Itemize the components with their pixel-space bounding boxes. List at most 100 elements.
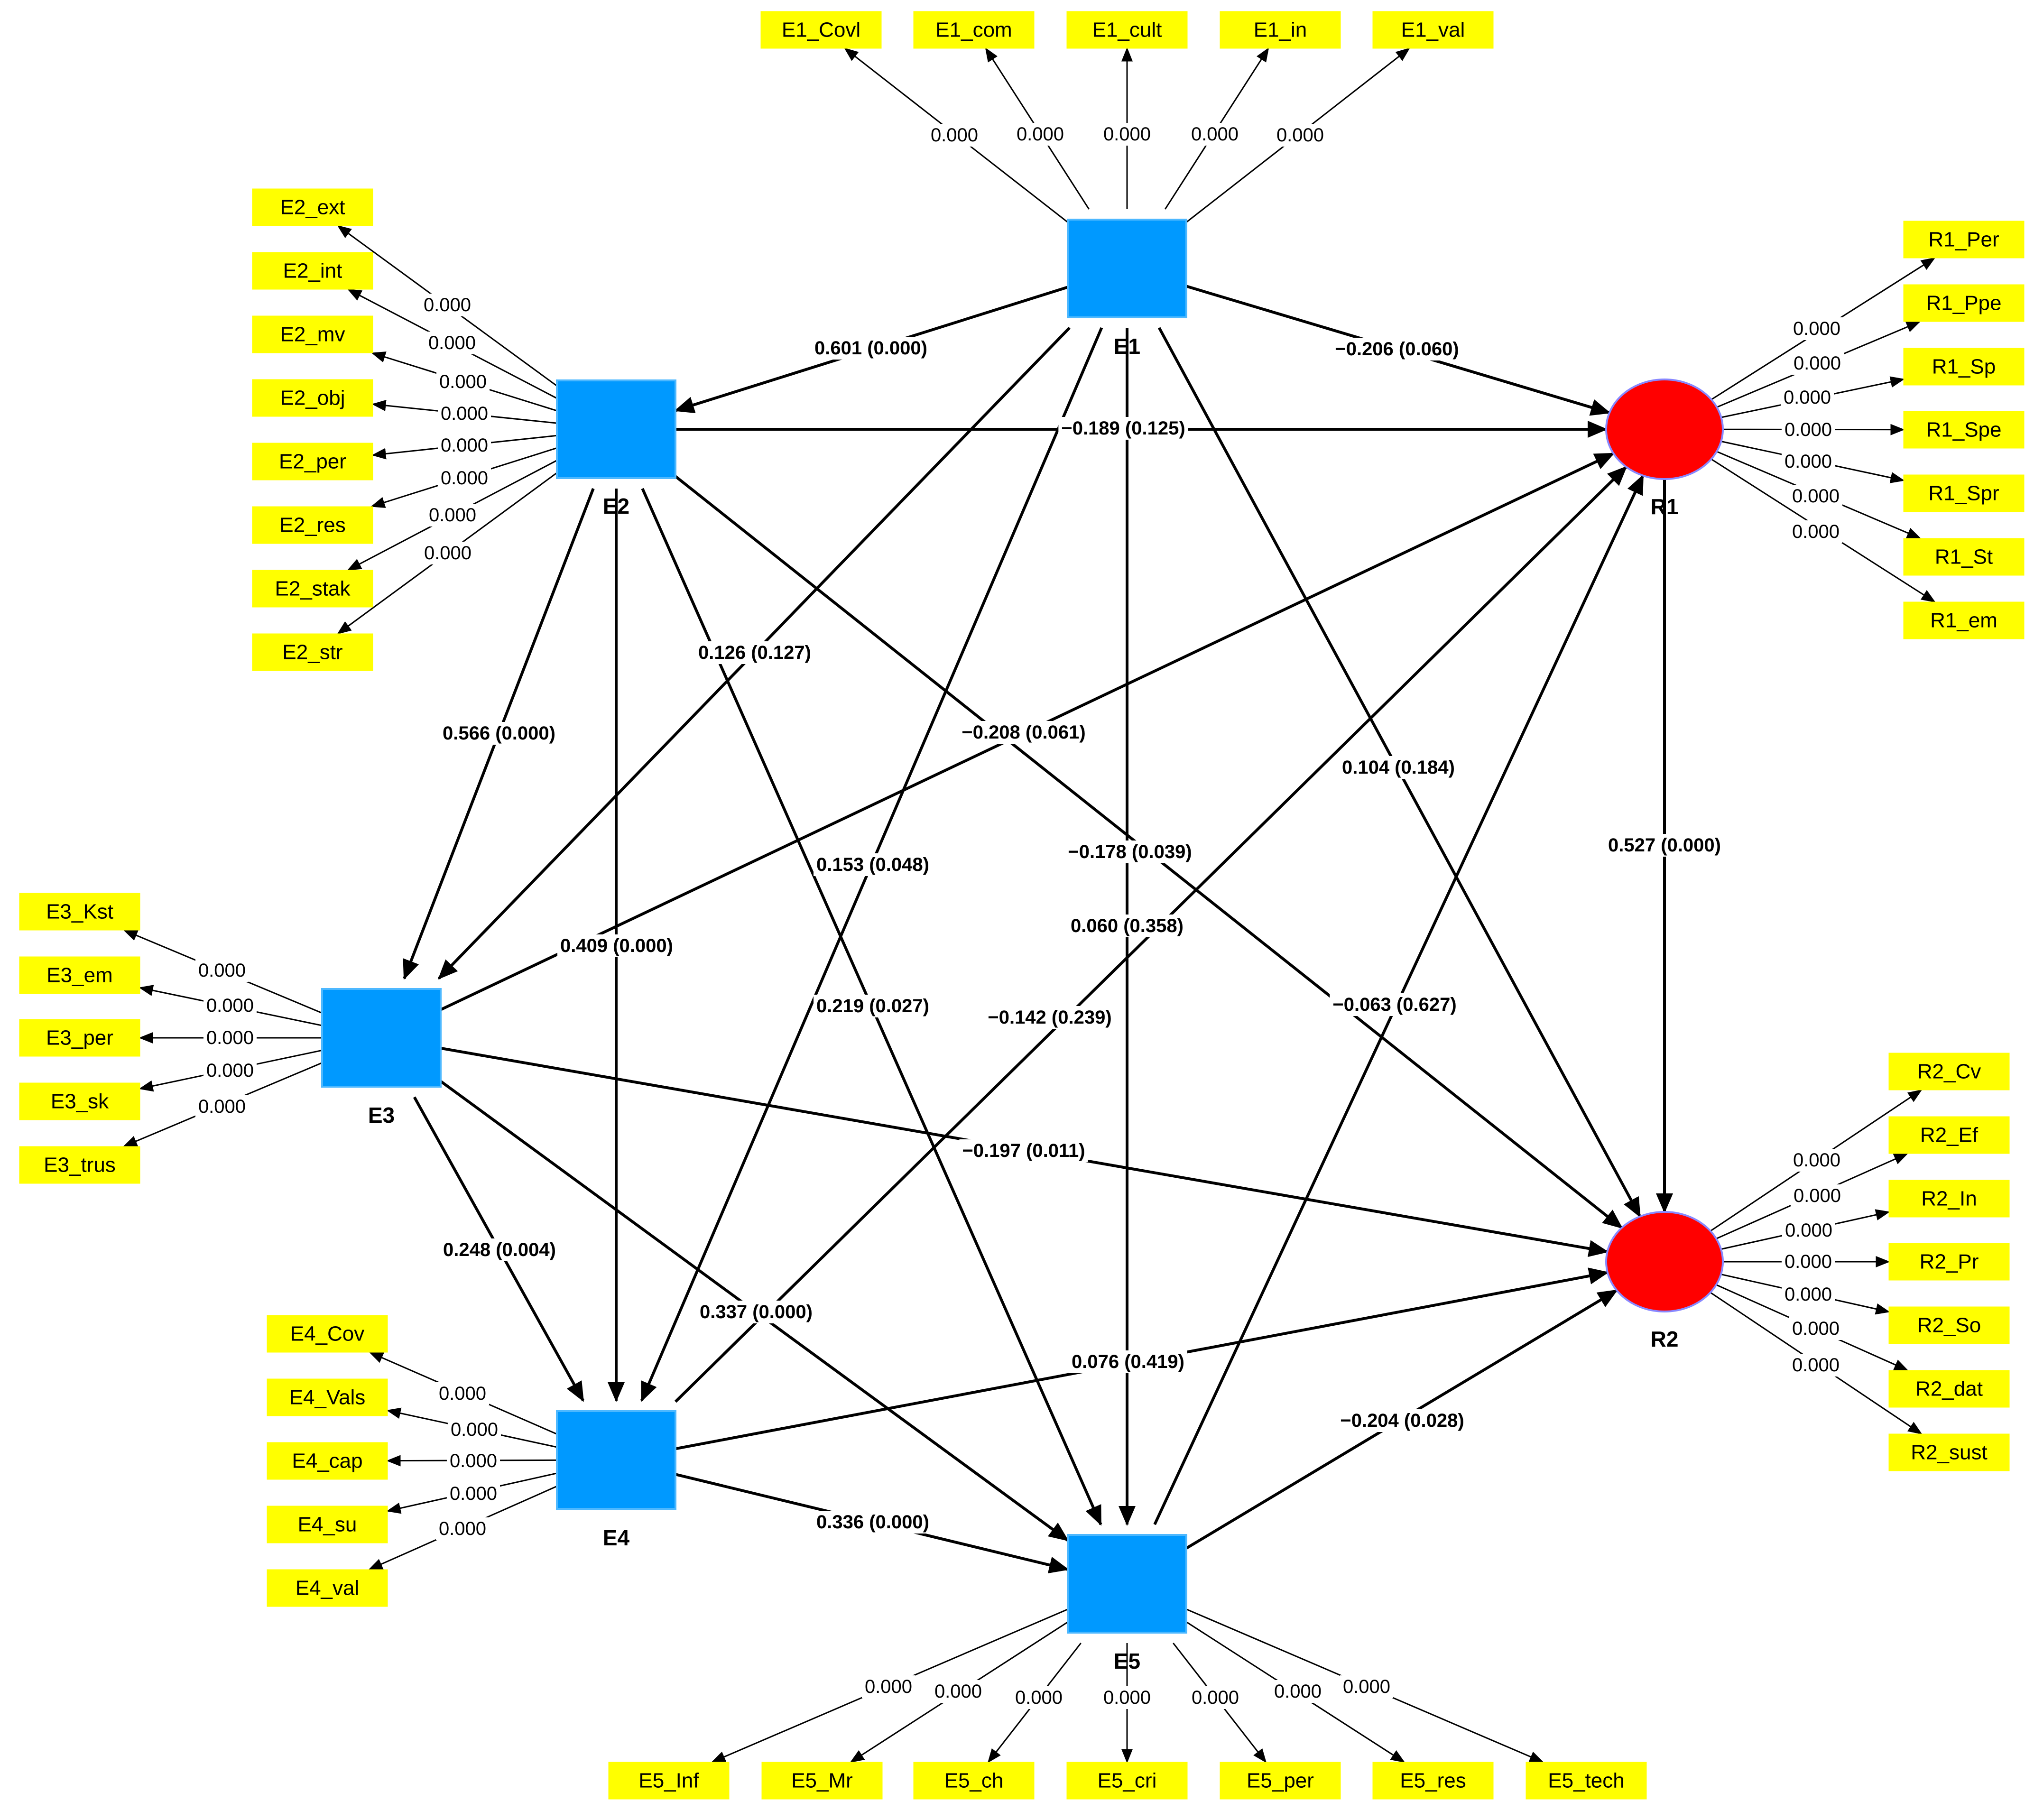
- loading-label-bg: [447, 1418, 501, 1441]
- indicator-label-r1-st: R1_St: [1935, 545, 1993, 569]
- loading-label-bg: [1100, 1686, 1154, 1709]
- path-coefficient-e4-to-r1: 0.060 (0.358): [1071, 915, 1184, 936]
- path-labels: 0.601 (0.000)−0.206 (0.060)−0.189 (0.125…: [440, 337, 1724, 1534]
- indicator-label-e2-res: E2_res: [279, 514, 345, 537]
- construct-label-e4: E4: [603, 1525, 630, 1550]
- loading-value-r2-dat: 0.000: [1792, 1318, 1840, 1339]
- loading-label-bg: [931, 1680, 985, 1703]
- path-coefficient-e2-to-r2: −0.063 (0.627): [1332, 994, 1456, 1015]
- indicator-box-e4-cov: [267, 1315, 388, 1353]
- indicator-box-r1-st: [1903, 538, 2025, 576]
- path-label-bg: [959, 721, 1089, 744]
- path-coefficient-e2-to-e4: 0.409 (0.000): [560, 935, 673, 956]
- loading-value-r1-em: 0.000: [1792, 521, 1840, 542]
- path-label-bg: [959, 1139, 1088, 1162]
- loading-label-bg: [437, 467, 491, 490]
- loading-value-e1-com: 0.000: [1017, 124, 1064, 145]
- loading-value-e2-per: 0.000: [441, 435, 488, 456]
- indicator-label-r1-spe: R1_Spe: [1926, 418, 2001, 442]
- indicator-label-e1-com: E1_com: [935, 18, 1012, 42]
- loading-value-e2-stak: 0.000: [429, 505, 476, 526]
- loading-value-e2-ext: 0.000: [424, 295, 471, 315]
- indicator-box-e2-mv: [252, 315, 373, 353]
- loading-value-r2-cv: 0.000: [1793, 1150, 1840, 1171]
- construct-e2-square: [556, 379, 676, 479]
- path-coefficient-e3-to-r1: −0.208 (0.061): [962, 722, 1085, 743]
- path-coefficient-e2-to-e5: 0.219 (0.027): [816, 996, 929, 1016]
- loading-label-bg: [421, 542, 475, 564]
- path-label-bg: [1605, 834, 1724, 857]
- indicator-label-e2-ext: E2_ext: [280, 196, 345, 219]
- indicator-label-e4-cov: E4_Cov: [290, 1322, 365, 1346]
- construct-label-e2: E2: [603, 494, 629, 518]
- indicator-box-r2-pr: [1888, 1243, 2010, 1281]
- loading-value-e2-res: 0.000: [441, 468, 488, 489]
- loading-label-bg: [1789, 485, 1843, 508]
- indicator-label-r2-dat: R2_dat: [1915, 1377, 1983, 1401]
- indicator-label-e5-tech: E5_tech: [1548, 1769, 1624, 1792]
- indicator-label-e1-val: E1_val: [1401, 18, 1465, 42]
- loading-label-bg: [195, 959, 249, 982]
- loading-value-e2-mv: 0.000: [439, 371, 487, 392]
- indicator-box-r2-sust: [1888, 1433, 2010, 1471]
- loading-label-bg: [861, 1675, 915, 1698]
- loading-label-bg: [435, 1382, 490, 1405]
- loading-value-e4-cap: 0.000: [450, 1450, 497, 1471]
- loading-value-r1-per: 0.000: [1793, 318, 1840, 339]
- path-label-bg: [440, 722, 558, 745]
- indicator-box-e2-stak: [252, 570, 373, 608]
- construct-label-e5: E5: [1114, 1649, 1140, 1673]
- loading-label-bg: [1188, 1686, 1242, 1709]
- loading-label-bg: [437, 434, 491, 457]
- loading-value-e5-inf: 0.000: [865, 1676, 912, 1697]
- path-coefficient-e3-to-r2: −0.197 (0.011): [962, 1140, 1085, 1161]
- construct-label-r2: R2: [1651, 1327, 1679, 1351]
- path-label-bg: [697, 1301, 815, 1323]
- loading-value-e3-per: 0.000: [206, 1027, 254, 1048]
- indicator-box-e1-val: [1372, 11, 1494, 49]
- loading-label-bg: [1781, 1250, 1835, 1273]
- indicator-links: 0.000 0.000 0.000 0.000 0.000 0.000 0.000 0.000…: [122, 47, 1936, 1764]
- indicator-label-e2-obj: E2_obj: [280, 387, 345, 410]
- loading-value-e1-covl: 0.000: [931, 125, 978, 146]
- loading-label-bg: [1013, 123, 1067, 146]
- indicator-box-e5-per: [1220, 1762, 1341, 1800]
- path-coefficient-e2-to-r1: −0.189 (0.125): [1061, 418, 1185, 439]
- loading-value-e1-val: 0.000: [1276, 125, 1324, 146]
- loading-value-e2-int: 0.000: [428, 333, 476, 353]
- path-coefficient-e1-to-e5: −0.178 (0.039): [1068, 841, 1192, 862]
- path-label-bg: [1337, 1409, 1467, 1432]
- indicator-box-r2-dat: [1888, 1370, 2010, 1408]
- loading-label-bg: [1789, 520, 1843, 543]
- loading-label-bg: [195, 1095, 249, 1118]
- loading-value-e2-obj: 0.000: [441, 403, 488, 424]
- loading-label-bg: [203, 1059, 257, 1082]
- path-coefficient-e1-to-r1: −0.206 (0.060): [1335, 339, 1459, 360]
- loading-value-r2-pr: 0.000: [1785, 1251, 1832, 1272]
- indicator-label-e4-val: E4_val: [296, 1577, 360, 1600]
- indicator-box-e5-tech: [1526, 1762, 1647, 1800]
- loading-value-e5-res: 0.000: [1274, 1681, 1322, 1702]
- path-coefficient-e1-to-e3: 0.126 (0.127): [698, 642, 811, 663]
- indicator-label-r1-spr: R1_Spr: [1928, 482, 1999, 505]
- indicator-label-e1-cult: E1_cult: [1092, 18, 1162, 42]
- construct-label-r1: R1: [1651, 494, 1679, 519]
- loading-value-e5-ch: 0.000: [1015, 1687, 1063, 1708]
- indicator-box-e2-ext: [252, 188, 373, 226]
- loading-label-bg: [1781, 1283, 1835, 1306]
- loading-label-bg: [437, 402, 491, 425]
- indicator-box-e5-res: [1372, 1762, 1494, 1800]
- loading-label-bg: [1188, 123, 1242, 146]
- path-coefficient-e1-to-r2: 0.104 (0.184): [1342, 757, 1455, 778]
- loading-label-bg: [203, 994, 257, 1017]
- indicator-box-e3-kst: [19, 893, 140, 931]
- indicator-label-r2-sust: R2_sust: [1911, 1441, 1987, 1464]
- path-coefficient-e4-to-e5: 0.336 (0.000): [816, 1512, 929, 1533]
- construct-e1-square: [1067, 219, 1187, 318]
- path-label-bg: [814, 853, 932, 876]
- indicator-label-e3-kst: E3_Kst: [46, 900, 113, 924]
- loading-label-bg: [446, 1450, 500, 1472]
- path-label-bg: [1058, 417, 1188, 440]
